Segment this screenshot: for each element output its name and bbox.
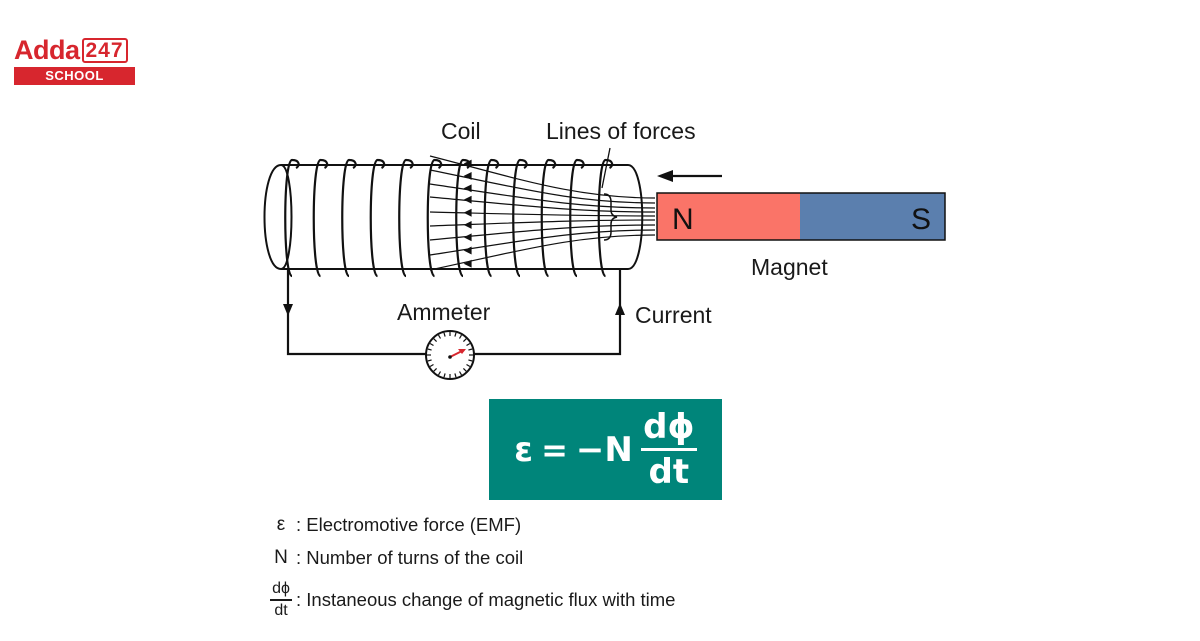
ammeter-tick (454, 332, 457, 337)
lines-of-force-pointer (601, 147, 611, 189)
brand-number: 247 (81, 37, 128, 63)
legend-symbol: ε (276, 514, 286, 535)
legend-text: : Instaneous change of magnetic flux wit… (296, 588, 676, 610)
legend-fraction-numerator: dϕ (272, 580, 290, 597)
force-line (429, 224, 656, 241)
force-line-arrowhead (463, 208, 472, 217)
legend-text: : Number of turns of the coil (296, 547, 524, 568)
coil-turn (398, 158, 414, 278)
ammeter-dial-icon (425, 330, 475, 380)
coil-turn (312, 158, 329, 278)
force-line (429, 211, 656, 217)
ammeter-tick (437, 334, 442, 339)
coil-turn (426, 158, 443, 278)
brand-logo: Adda 247 SCHOOL (14, 35, 136, 85)
ammeter-tick (458, 334, 463, 339)
formula-denominator: dt (648, 452, 690, 492)
circuit-wire (286, 269, 622, 356)
ammeter-label: Ammeter (397, 299, 491, 325)
ammeter-tick (466, 363, 471, 368)
magnet-south-label: S (911, 203, 931, 236)
force-line-arrowhead (463, 220, 472, 229)
ammeter-tick (462, 338, 467, 343)
ammeter-tick (429, 342, 434, 347)
force-line (429, 155, 656, 199)
legend-row-emf: ε : Electromotive force (EMF) (266, 514, 521, 536)
formula-equals: = (541, 430, 568, 469)
formula-minus-n: −N (575, 429, 633, 470)
force-line (429, 219, 656, 227)
magnet-north-pole (657, 193, 800, 240)
current-label: Current (635, 302, 712, 328)
legend-fraction-bar (270, 599, 292, 601)
formula-fraction: dϕ dt (640, 407, 697, 492)
magnet: N S (656, 192, 946, 241)
legend-row-flux: dϕ dt : Instaneous change of magnetic fl… (266, 580, 675, 620)
coil-label: Coil (441, 118, 481, 144)
force-line-arrowhead (463, 246, 472, 255)
ammeter-tick (466, 342, 471, 347)
ammeter-tick (454, 373, 457, 378)
force-line-arrowhead (463, 259, 472, 268)
magnet-outline (656, 192, 946, 241)
ammeter-tick (462, 367, 467, 372)
magnet-label: Magnet (751, 254, 828, 280)
brand-subtitle: SCHOOL (14, 67, 135, 85)
ammeter-tick (437, 371, 442, 376)
ammeter-tick (433, 338, 438, 343)
formula-emf-symbol: ε (514, 429, 534, 470)
force-line (429, 169, 656, 204)
legend-fraction-symbol: dϕ dt (266, 580, 296, 620)
ammeter-tick (443, 373, 446, 378)
coil-turn (483, 158, 500, 278)
magnet-north-label: N (672, 203, 694, 236)
down-arrow-icon (283, 304, 293, 316)
ammeter-tick (458, 371, 463, 376)
force-line-arrowhead (463, 184, 472, 193)
coil-turn (369, 158, 386, 278)
force-line-arrowhead (463, 233, 472, 242)
lines-of-force-brace (603, 193, 618, 241)
up-arrow-icon (615, 303, 625, 315)
force-line (429, 183, 656, 209)
lines-of-force (429, 155, 656, 271)
ammeter-tick (427, 348, 432, 351)
coil-turn (597, 158, 614, 278)
lines-of-forces-label: Lines of forces (546, 118, 696, 144)
ammeter-tick (427, 359, 432, 362)
force-line (429, 234, 656, 271)
ammeter-tick (433, 367, 438, 372)
coil-turn (284, 158, 300, 278)
formula-fraction-bar (640, 448, 697, 451)
legend-fraction-denominator: dt (274, 601, 288, 619)
magnet-south-pole (800, 193, 945, 240)
faraday-law-formula: ε = −N dϕ dt (489, 399, 722, 500)
legend-row-turns: N : Number of turns of the coil (266, 547, 523, 569)
formula-numerator: dϕ (643, 407, 695, 447)
force-line-arrowhead (463, 195, 472, 204)
brand-wordmark: Adda 247 (14, 35, 128, 65)
ammeter-tick (468, 359, 473, 362)
ammeter-tick (429, 363, 434, 368)
legend-symbol: N (274, 547, 288, 568)
coil-turn (540, 158, 557, 278)
coil-turn (569, 158, 585, 278)
coil-turns (284, 158, 614, 278)
force-line-arrowhead (463, 171, 472, 180)
brand-name: Adda (14, 35, 80, 65)
coil-turn (512, 158, 528, 278)
force-line (429, 196, 656, 213)
ammeter-tick (443, 332, 446, 337)
force-line-arrowhead (463, 159, 472, 168)
legend-text: : Electromotive force (EMF) (296, 514, 522, 535)
coil-tube (263, 163, 644, 271)
coil-turn (341, 158, 357, 278)
left-arrow-icon (657, 170, 722, 182)
ammeter-tick (468, 348, 473, 351)
force-line (429, 229, 656, 256)
